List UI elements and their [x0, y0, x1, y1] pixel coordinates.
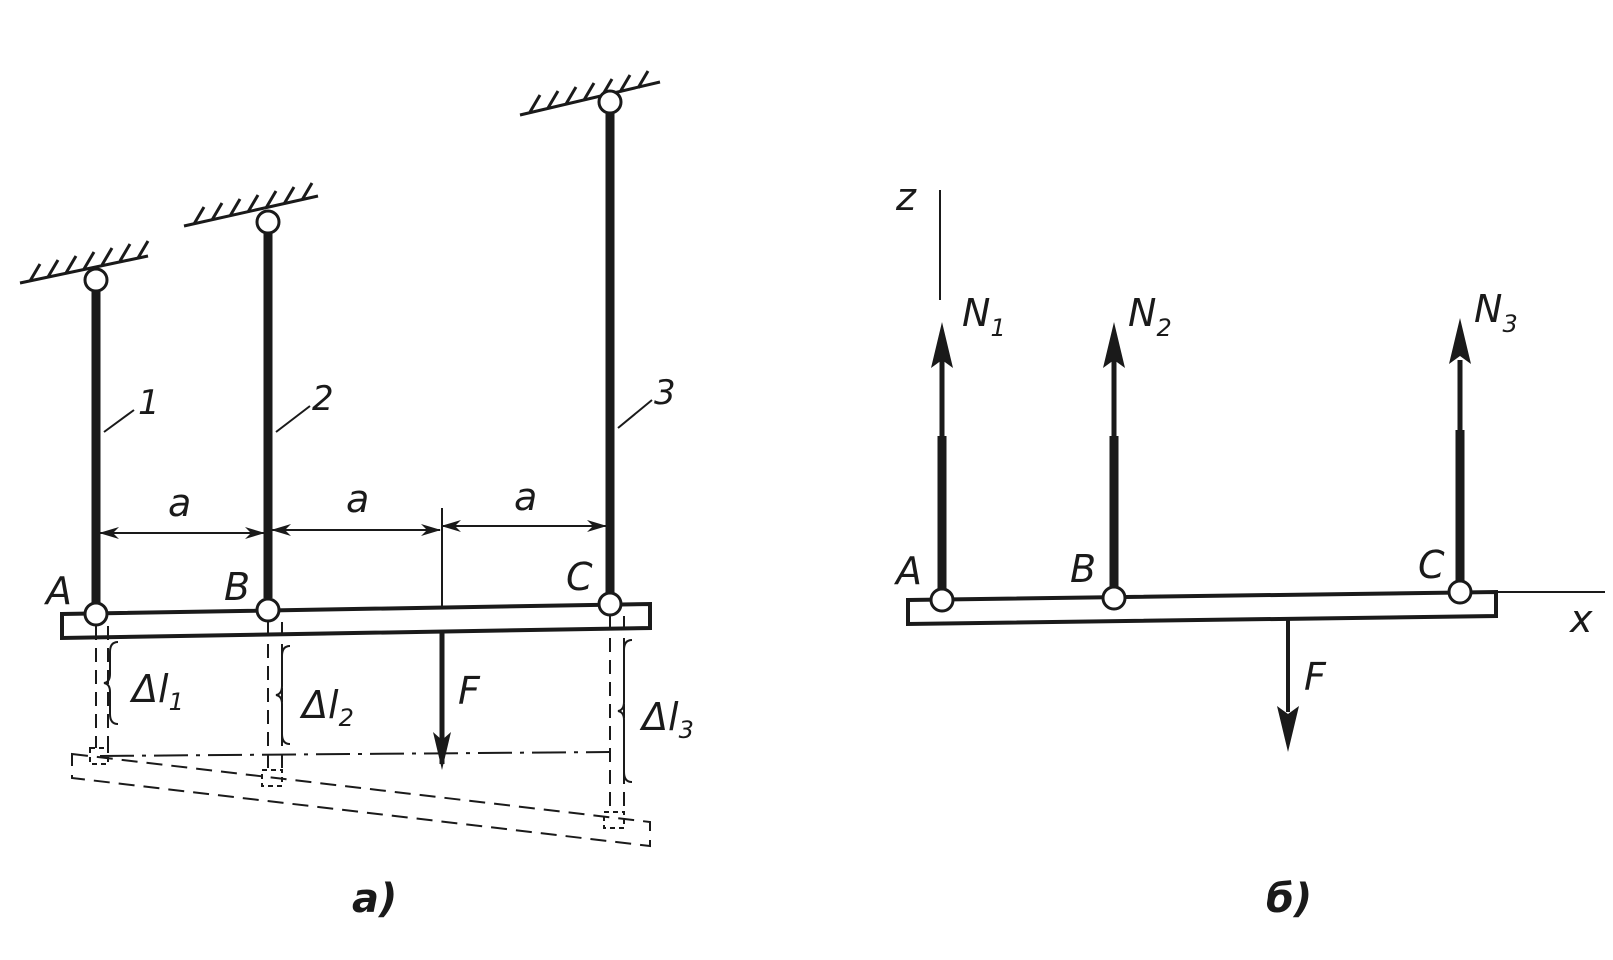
node-b-label: B [1070, 547, 1096, 591]
brace-1 [103, 641, 119, 725]
spacing-label-3: a [514, 475, 537, 519]
point-a-label: A [43, 569, 72, 613]
force-n1-label: N1 [962, 291, 1006, 342]
node-c-label: C [1418, 543, 1445, 587]
rod-1-leader [103, 409, 135, 433]
panel-b-labels: z x N1 N2 N3 A B C F б) [893, 175, 1593, 922]
hinge-c [597, 591, 623, 617]
elongation-3-label: Δl3 [639, 695, 694, 744]
hinge-top-1 [83, 267, 109, 293]
rigid-beam [60, 601, 652, 641]
beam-free-body [906, 589, 1498, 627]
elongation-1-label: Δl1 [129, 667, 184, 716]
node-a [929, 587, 955, 613]
force-n2-arrowhead [1103, 322, 1125, 368]
load-f-label: F [1304, 655, 1327, 699]
node-c [1447, 579, 1473, 605]
brace-2 [275, 645, 291, 745]
rod-2-leader [275, 405, 311, 433]
hinge-top-3 [597, 89, 623, 115]
support-2 [183, 182, 319, 228]
panel-a-caption: а) [352, 876, 397, 922]
node-a-label: A [893, 549, 922, 593]
rod-3-leader [617, 399, 653, 429]
hinge-a [83, 601, 109, 627]
hinge-top-2 [255, 209, 281, 235]
force-f-arrowhead [433, 732, 451, 770]
rod-number-3: 3 [654, 373, 676, 413]
force-n3-label: N3 [1474, 287, 1518, 338]
node-b [1101, 585, 1127, 611]
load-f-arrowhead [1277, 706, 1299, 752]
support-1 [19, 240, 150, 285]
brace-3 [617, 639, 633, 783]
point-c-label: C [566, 555, 593, 599]
spacing-label-1: a [168, 481, 191, 525]
rod-number-2: 2 [312, 379, 334, 419]
force-f-label: F [458, 669, 481, 713]
force-n3-arrowhead [1449, 318, 1471, 364]
force-n1-arrowhead [931, 322, 953, 368]
panel-a [19, 70, 661, 848]
panel-b-caption: б) [1266, 876, 1312, 922]
reference-line [99, 751, 611, 757]
force-n2-label: N2 [1128, 291, 1172, 342]
axis-x-label: x [1569, 597, 1593, 641]
rod-number-1: 1 [138, 383, 160, 423]
elongation-2-label: Δl2 [299, 683, 354, 732]
displaced-beam [71, 752, 651, 848]
spacing-label-2: a [346, 477, 369, 521]
hinge-b [255, 597, 281, 623]
panel-b [906, 190, 1605, 752]
axis-z-label: z [895, 175, 917, 219]
panel-a-labels: 1 2 3 a a a A B C F Δl1 Δl2 Δl3 а) [43, 373, 694, 922]
point-b-label: B [224, 565, 250, 609]
support-3 [519, 70, 661, 117]
